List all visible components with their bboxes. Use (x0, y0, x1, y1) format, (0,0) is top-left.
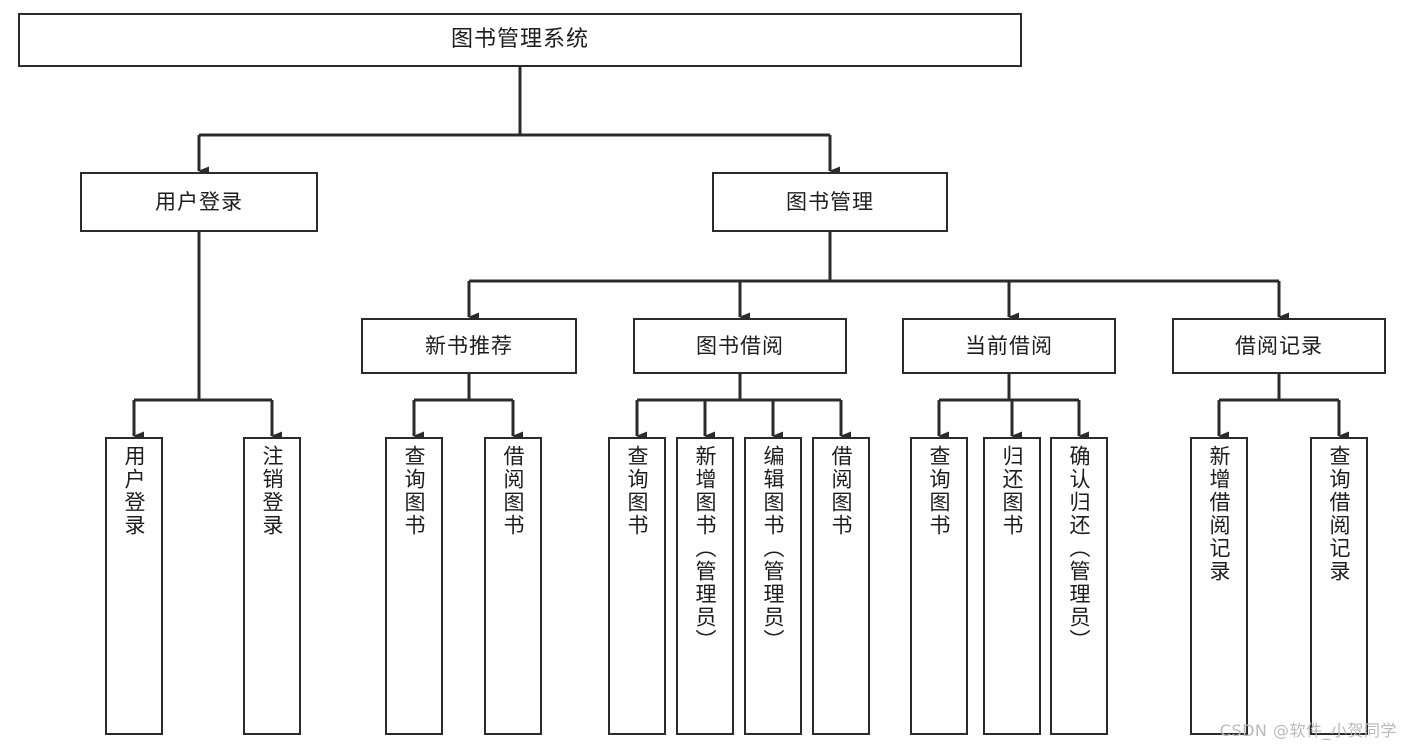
node-leaf_q_book_1[interactable]: 查询图书 (385, 437, 443, 735)
node-leaf_q_book_2[interactable]: 查询图书 (608, 437, 666, 735)
node-label: 归还图书 (1000, 445, 1025, 537)
node-leaf_edit_book[interactable]: 编辑图书（管理员） (744, 437, 802, 735)
node-leaf_borrow_2[interactable]: 借阅图书 (812, 437, 870, 735)
node-label: 新书推荐 (425, 333, 513, 358)
node-borrow_record[interactable]: 借阅记录 (1172, 318, 1386, 374)
node-label: 查询图书 (927, 445, 952, 537)
node-new_book_rec[interactable]: 新书推荐 (361, 318, 577, 374)
node-leaf_confirm[interactable]: 确认归还（管理员） (1050, 437, 1108, 735)
node-leaf_borrow_1[interactable]: 借阅图书 (484, 437, 542, 735)
node-leaf_q_rec[interactable]: 查询借阅记录 (1310, 437, 1368, 735)
node-leaf_q_book_3[interactable]: 查询图书 (910, 437, 968, 735)
node-label: 借阅图书 (501, 445, 526, 537)
node-label: 用户登录 (155, 189, 243, 214)
node-label: 编辑图书（管理员） (761, 445, 786, 652)
node-leaf_add_book[interactable]: 新增图书（管理员） (676, 437, 734, 735)
node-label: 图书借阅 (696, 333, 784, 358)
node-leaf_add_rec[interactable]: 新增借阅记录 (1190, 437, 1248, 735)
node-label: 注销登录 (260, 445, 285, 537)
node-label: 当前借阅 (965, 333, 1053, 358)
node-label: 查询图书 (402, 445, 427, 537)
node-label: 确认归还（管理员） (1067, 445, 1092, 652)
node-label: 借阅图书 (829, 445, 854, 537)
node-label: 图书管理系统 (450, 27, 589, 53)
node-current_borrow[interactable]: 当前借阅 (902, 318, 1116, 374)
node-label: 新增图书（管理员） (693, 445, 718, 652)
node-label: 查询借阅记录 (1327, 445, 1352, 583)
node-book_borrow[interactable]: 图书借阅 (633, 318, 847, 374)
node-user_login[interactable]: 用户登录 (80, 172, 318, 232)
node-root[interactable]: 图书管理系统 (18, 13, 1022, 67)
node-leaf_user_login[interactable]: 用户登录 (105, 437, 163, 735)
node-leaf_return[interactable]: 归还图书 (983, 437, 1041, 735)
node-label: 图书管理 (786, 189, 874, 214)
node-label: 新增借阅记录 (1207, 445, 1232, 583)
node-label: 查询图书 (625, 445, 650, 537)
node-leaf_logout[interactable]: 注销登录 (243, 437, 301, 735)
node-label: 用户登录 (122, 445, 147, 537)
node-book_mgmt[interactable]: 图书管理 (712, 172, 948, 232)
node-label: 借阅记录 (1235, 333, 1323, 358)
